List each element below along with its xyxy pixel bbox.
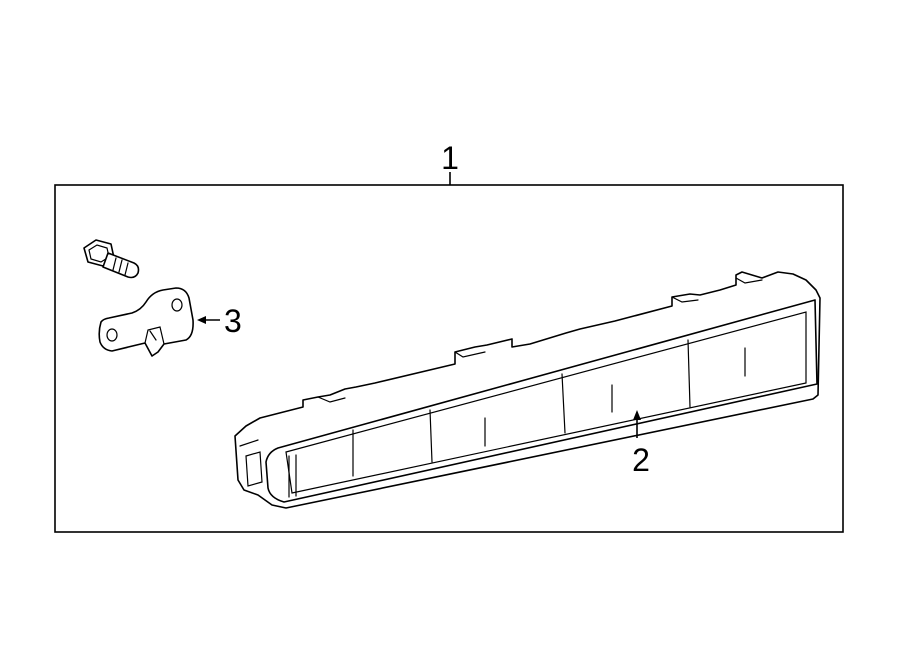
callout-lamp[interactable]: 2 [632, 442, 650, 478]
assembly-frame [54, 184, 844, 533]
bolt-part[interactable] [83, 239, 140, 279]
bracket-leader-arrow [197, 316, 220, 324]
mounting-bracket-part[interactable] [98, 287, 194, 357]
lamp-assembly-part[interactable] [234, 271, 821, 509]
lamp-leader-arrow [633, 410, 641, 438]
callout-assembly[interactable]: 1 [441, 140, 459, 176]
callout-bracket[interactable]: 3 [224, 303, 242, 339]
